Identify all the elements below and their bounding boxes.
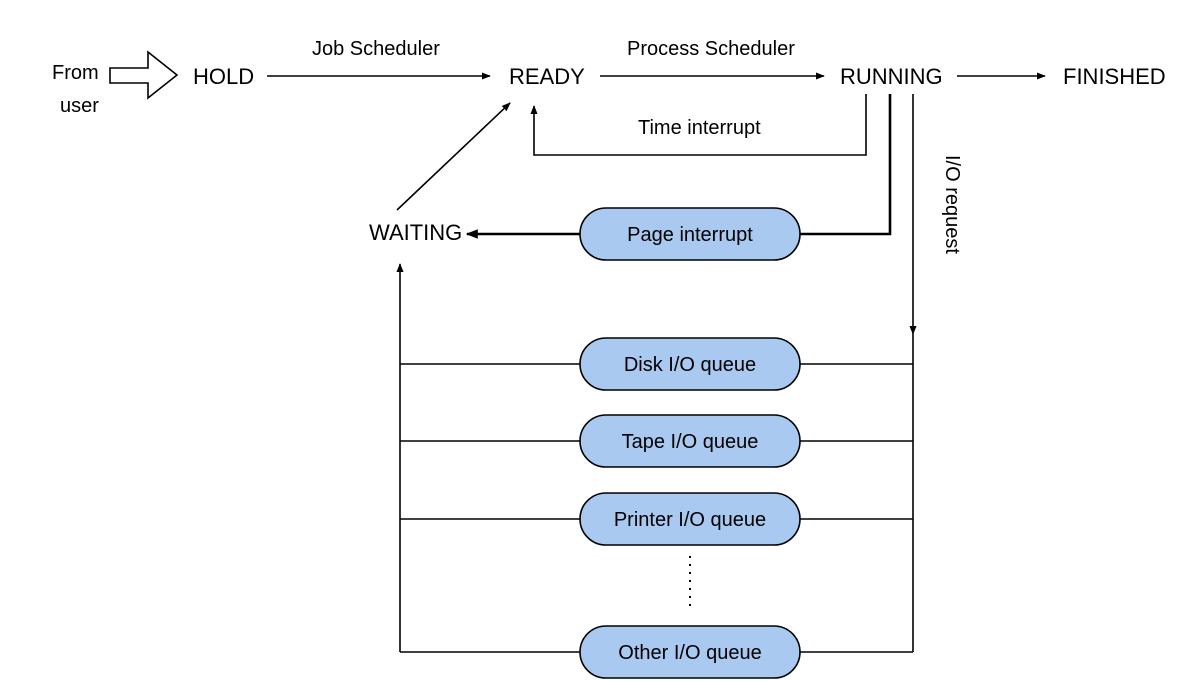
tape-io-queue [579, 414, 801, 468]
running-to-page-interrupt-line [800, 94, 892, 236]
other-io-queue [579, 625, 801, 679]
input-arrow-icon [109, 50, 179, 100]
tape-io-queue-label: Tape I/O queue [622, 431, 759, 453]
state-waiting: WAITING [369, 220, 462, 245]
user-label: user [60, 95, 99, 117]
state-running: RUNNING [840, 64, 943, 89]
state-finished: FINISHED [1063, 64, 1166, 89]
io-request-label: I/O request [941, 155, 963, 254]
other-io-queue-label: Other I/O queue [618, 642, 761, 664]
printer-io-queue [579, 492, 801, 546]
printer-io-queue-label: Printer I/O queue [614, 509, 766, 531]
job-scheduler-label: Job Scheduler [312, 38, 440, 60]
process-scheduler-label: Process Scheduler [627, 38, 795, 60]
disk-io-queue [579, 337, 801, 391]
time-interrupt-label: Time interrupt [638, 117, 761, 139]
disk-io-queue-label: Disk I/O queue [624, 354, 756, 376]
state-ready: READY [509, 64, 585, 89]
state-hold: HOLD [193, 64, 254, 89]
page-interrupt-queue [579, 207, 801, 261]
page-interrupt-label: Page interrupt [627, 224, 753, 246]
from-label: From [52, 62, 99, 84]
waiting-to-ready-arrow [396, 102, 511, 211]
time-interrupt-arrow [530, 94, 867, 156]
